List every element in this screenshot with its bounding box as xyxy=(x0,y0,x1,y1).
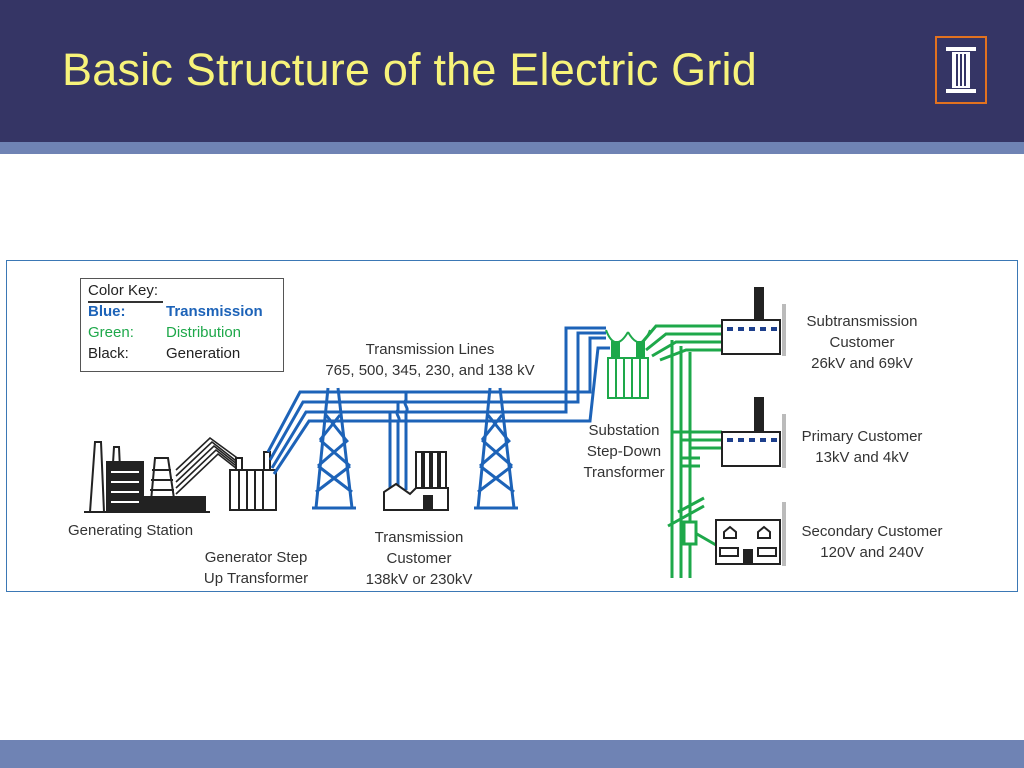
primary-customer-label: Primary Customer 13kV and 4kV xyxy=(790,426,934,468)
color-key-row-distribution: Green: Distribution xyxy=(88,324,241,341)
label-line: 765, 500, 345, 230, and 138 kV xyxy=(325,362,535,379)
generator-step-up-label: Generator Step Up Transformer xyxy=(176,547,336,589)
label-line: Transmission xyxy=(374,529,464,546)
color-key-label: Blue: xyxy=(88,303,126,320)
distribution-lines xyxy=(638,324,722,578)
label-line: Substation xyxy=(588,422,660,439)
label-line: Transmission Lines xyxy=(365,341,495,358)
label-line: Step-Down xyxy=(586,443,662,460)
color-key-value: Transmission xyxy=(166,303,263,320)
label-line: 13kV and 4kV xyxy=(815,449,909,466)
label-line: Generating Station xyxy=(68,522,194,539)
label-line: Secondary Customer xyxy=(801,523,943,540)
label-line: 138kV or 230kV xyxy=(365,571,473,588)
generating-station-label: Generating Station xyxy=(68,520,193,541)
illinois-i-logo-icon xyxy=(935,36,987,104)
color-key-title: Color Key: xyxy=(88,282,159,299)
color-key-value: Generation xyxy=(166,345,241,362)
illinois-i-glyph xyxy=(946,47,976,93)
substation-transformer-icon xyxy=(605,329,651,399)
label-line: 120V and 240V xyxy=(820,544,924,561)
label-line: 26kV and 69kV xyxy=(811,355,913,372)
color-key-label: Black: xyxy=(88,345,129,362)
color-key-row-transmission: Blue: Transmission xyxy=(88,303,263,320)
label-line: Customer xyxy=(829,334,895,351)
transmission-customer-factory-icon xyxy=(383,451,449,511)
transmission-customer-label: Transmission Customer 138kV or 230kV xyxy=(344,527,494,590)
color-key-value: Distribution xyxy=(166,324,242,341)
substation-label: Substation Step-Down Transformer xyxy=(574,420,674,483)
label-line: Up Transformer xyxy=(203,570,309,587)
transmission-customer-drop xyxy=(388,392,409,490)
slide-title: Basic Structure of the Electric Grid xyxy=(62,44,757,95)
label-line: Subtransmission xyxy=(806,313,918,330)
transmission-lines xyxy=(266,326,610,475)
secondary-customer-houses-icon xyxy=(715,502,786,566)
generating-station-icon xyxy=(84,436,247,513)
generator-step-up-transformer-icon xyxy=(229,451,277,511)
primary-customer-building-icon xyxy=(721,397,786,468)
label-line: Customer xyxy=(386,550,452,567)
label-line: Primary Customer xyxy=(801,428,923,445)
color-key-row-generation: Black: Generation xyxy=(88,345,240,362)
transmission-tower-left-icon xyxy=(312,387,356,510)
subtransmission-customer-label: Subtransmission Customer 26kV and 69kV xyxy=(790,311,934,374)
label-line: Transformer xyxy=(583,464,665,481)
subtransmission-customer-building-icon xyxy=(721,287,786,356)
footer-accent-bar xyxy=(0,740,1024,768)
label-line: Generator Step xyxy=(204,549,308,566)
color-key-label: Green: xyxy=(88,324,134,341)
color-key-divider xyxy=(88,301,163,303)
color-key: Color Key: Blue: Transmission Green: Distr… xyxy=(80,278,284,372)
transmission-lines-label: Transmission Lines 765, 500, 345, 230, a… xyxy=(305,339,555,381)
header-accent-bar xyxy=(0,142,1024,154)
slide-header xyxy=(0,0,1024,142)
transmission-tower-right-icon xyxy=(474,387,518,510)
secondary-customer-label: Secondary Customer 120V and 240V xyxy=(788,521,956,563)
